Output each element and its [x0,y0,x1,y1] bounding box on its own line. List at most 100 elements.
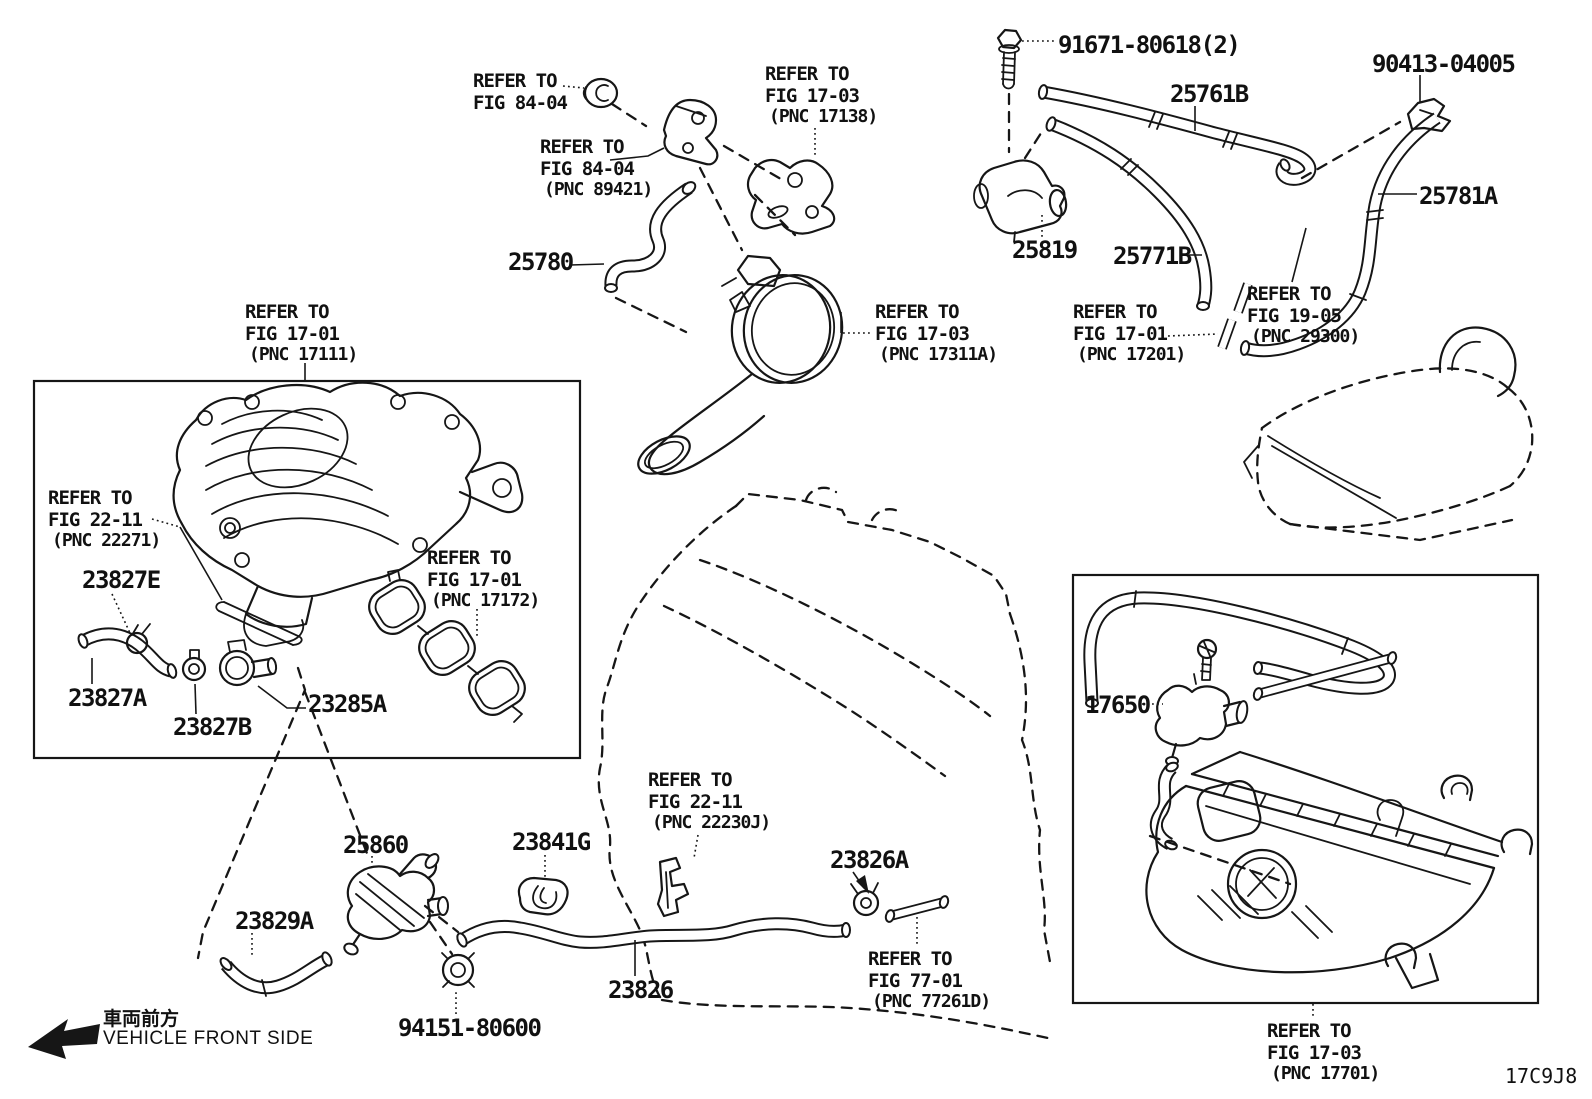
hose-23829A [219,951,333,997]
ref-line: FIG 17-01 [245,323,340,346]
ref-note-fig77-01-77261D[interactable]: REFER TO FIG 77-01 (PNC 77261D) [868,948,991,1013]
leader-lines [91,40,1421,1019]
diagram-code: 17C9J8 [1505,1064,1578,1088]
part-label-23285A[interactable]: 23285A [308,690,387,718]
grommet-drawing [582,77,619,109]
ref-line: REFER TO [875,301,960,323]
pipe-17201-ghost [1217,282,1253,350]
bracket-drawing [746,158,836,235]
throttle-body-drawing [637,254,844,476]
part-label-23826[interactable]: 23826 [608,976,674,1004]
hose-23826 [456,917,851,949]
ref-line: (PNC 17201) [1077,344,1186,366]
ref-line: FIG 17-03 [765,85,860,108]
ref-note-fig17-01-17172[interactable]: REFER TO FIG 17-01 (PNC 17172) [427,547,540,612]
part-label-23827A[interactable]: 23827A [68,684,147,712]
part-label-23841G[interactable]: 23841G [512,828,591,856]
clamp-23827E-drawing [125,623,151,655]
clip-23841G-drawing [517,876,569,916]
ref-line: (PNC 17172) [431,590,540,612]
ref-line: FIG 77-01 [868,970,963,993]
part-label-94151-80600[interactable]: 94151-80600 [398,1014,542,1042]
ref-line: REFER TO [1267,1020,1352,1042]
engine-ghost-outline [597,486,1052,1040]
hose-17650-lower [1149,761,1179,851]
intake-manifold-drawing [172,381,524,647]
pipe-17650-straight [1252,651,1398,701]
sensor-drawing [662,98,719,166]
ref-note-fig17-03-17311A[interactable]: REFER TO FIG 17-03 (PNC 17311A) [875,301,998,366]
ref-line: REFER TO [1247,283,1332,305]
air-cleaner-case-drawing [1145,750,1534,990]
ref-note-fig22-11-22271[interactable]: REFER TO FIG 22-11 (PNC 22271) [48,487,161,552]
ref-line: (PNC 29300) [1251,326,1360,348]
part-label-23826A[interactable]: 23826A [830,846,909,874]
air-cleaner-cap-ghost [1243,326,1534,542]
vehicle-front-label-en: VEHICLE FRONT SIDE [103,1028,314,1049]
clamp-90413-drawing [1406,97,1452,133]
part-label-90413-04005[interactable]: 90413-04005 [1372,50,1516,78]
assembly-dash-lines [196,92,1402,960]
hose-25780 [604,181,697,293]
ref-note-fig84-04-sensor[interactable]: REFER TO FIG 84-04 (PNC 89421) [540,136,653,201]
ref-line: (PNC 22230J) [652,812,771,834]
part-label-25860[interactable]: 25860 [343,831,409,859]
part-label-25771B[interactable]: 25771B [1113,242,1192,270]
ref-line: REFER TO [868,948,953,970]
ref-line: (PNC 89421) [544,179,653,201]
ref-note-fig22-11-22230J[interactable]: REFER TO FIG 22-11 (PNC 22230J) [648,769,771,834]
ref-line: REFER TO [1073,301,1158,323]
ref-note-fig84-04-grommet[interactable]: REFER TO FIG 84-04 [473,70,568,115]
part-label-23827E[interactable]: 23827E [82,566,161,594]
ref-line: REFER TO [473,70,558,92]
ref-line: REFER TO [540,136,625,158]
screw-17650-drawing [1196,638,1218,681]
ref-line: (PNC 22271) [52,530,161,552]
part-label-17650[interactable]: 17650 [1085,691,1151,719]
ref-line: (PNC 17701) [1271,1063,1380,1085]
ref-line: (PNC 77261D) [872,991,991,1013]
ref-note-fig17-01-17201[interactable]: REFER TO FIG 17-01 (PNC 17201) [1073,301,1186,366]
part-label-23829A[interactable]: 23829A [235,907,314,935]
vsv-25819-drawing [973,159,1068,243]
ref-line: REFER TO [427,547,512,569]
ref-line: REFER TO [48,487,133,509]
ref-note-fig17-03-17701[interactable]: REFER TO FIG 17-03 (PNC 17701) [1267,1020,1380,1085]
vsv-17650-drawing [1154,673,1249,766]
detail-box-intake-manifold [32,379,582,760]
ref-note-fig17-01-17111[interactable]: REFER TO FIG 17-01 (PNC 17111) [245,301,358,366]
vehicle-front-arrow-icon [28,1019,100,1059]
ref-line: FIG 17-03 [1267,1042,1362,1065]
part-label-23827B[interactable]: 23827B [173,713,252,741]
part-label-25781A[interactable]: 25781A [1419,182,1498,210]
ref-note-fig19-05[interactable]: REFER TO FIG 19-05 (PNC 29300) [1247,283,1360,348]
bolt-drawing [996,28,1023,90]
part-label-25761B[interactable]: 25761B [1170,80,1249,108]
detail-box-air-cleaner [1071,573,1540,1005]
grommet-94151-drawing [441,952,475,988]
ref-note-fig17-03-bracket[interactable]: REFER TO FIG 17-03 (PNC 17138) [765,63,878,128]
ref-line: FIG 17-01 [427,569,522,592]
hose-23827A [77,627,178,679]
ref-line: REFER TO [245,301,330,323]
ref-line: (PNC 17311A) [879,344,998,366]
ref-line: FIG 17-01 [1073,323,1168,346]
ref-line: (PNC 17138) [769,106,878,128]
ref-line: REFER TO [648,769,733,791]
part-label-91671-80618[interactable]: 91671-80618(2) [1058,31,1241,59]
vsv-25860-drawing [343,853,449,956]
vehicle-front-label-jp: 車両前方 [103,1008,180,1030]
part-label-25780[interactable]: 25780 [508,248,574,276]
part-label-25819[interactable]: 25819 [1012,236,1078,264]
ref-line: FIG 84-04 [473,92,568,115]
ref-line: FIG 17-03 [875,323,970,346]
ref-line: FIG 22-11 [48,509,143,532]
gasket-drawing [368,569,526,723]
ref-line: REFER TO [765,63,850,85]
ref-line: FIG 19-05 [1247,305,1342,328]
ref-line: FIG 22-11 [648,791,743,814]
clamp-23827B-drawing [181,649,207,682]
ref-line: (PNC 17111) [249,344,358,366]
